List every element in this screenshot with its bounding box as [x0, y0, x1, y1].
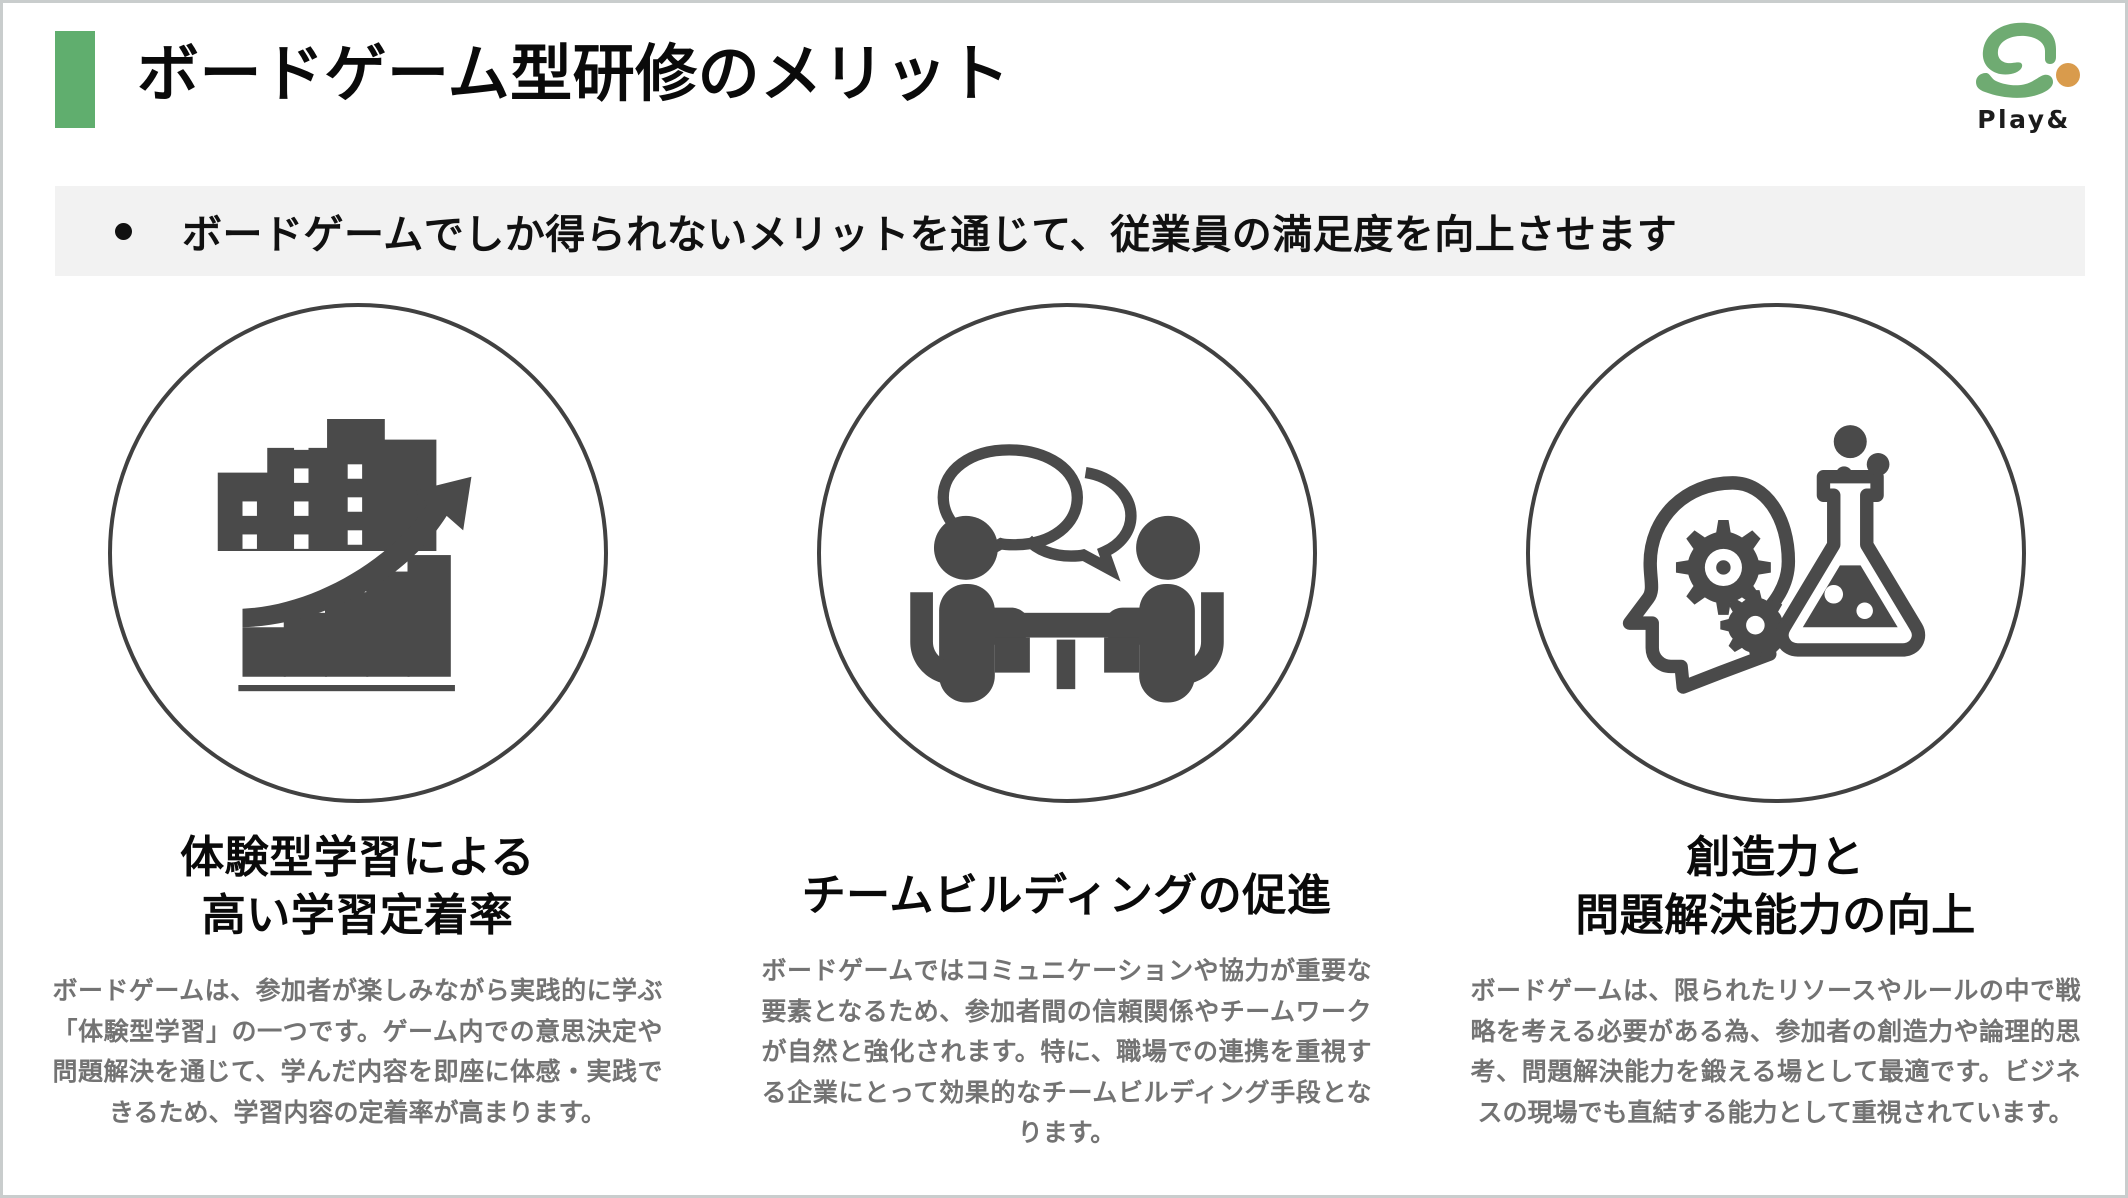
brand-logo: Play&: [1949, 19, 2099, 141]
feature-heading-3: 創造力と 問題解決能力の向上: [1575, 832, 1976, 942]
feature-column-2: チームビルディングの促進 ボードゲームではコミュニケーションや協力が重要な要素と…: [712, 303, 1421, 1163]
feature-body-1: ボードゲームは、参加者が楽しみながら実践的に学ぶ「体験型学習」の一つです。ゲーム…: [52, 976, 663, 1127]
page-title: ボードゲーム型研修のメリット: [137, 37, 1011, 110]
logo-mark-icon: [1963, 19, 2081, 105]
title-accent-bar: [55, 31, 95, 128]
feature-column-1: 体験型学習による 高い学習定着率 ボードゲームは、参加者が楽しみながら実践的に学…: [3, 303, 712, 1163]
subtitle-text: ボードゲームでしか得られないメリットを通じて、従業員の満足度を向上させます: [182, 212, 1678, 258]
feature-body-3: ボードゲームは、限られたリソースやルールの中で戦略を考える必要がある為、参加者の…: [1470, 976, 2081, 1127]
bullet-icon: [115, 222, 132, 240]
subtitle-band: ボードゲームでしか得られないメリットを通じて、従業員の満足度を向上させます: [55, 186, 2085, 276]
slide-header: ボードゲーム型研修のメリット Play&: [3, 3, 2125, 163]
feature-heading-2: チームビルディングの促進: [801, 870, 1332, 921]
head-gears-flask-icon: [1525, 303, 2026, 803]
feature-heading-1: 体験型学習による 高い学習定着率: [180, 832, 535, 942]
feature-body-2: ボードゲームではコミュニケーションや協力が重要な要素となるため、参加者間の信頼関…: [761, 956, 1372, 1148]
feature-column-3: 創造力と 問題解決能力の向上 ボードゲームは、限られたリソースやルールの中で戦略…: [1421, 303, 2125, 1163]
growth-chart-building-icon: [107, 303, 608, 803]
logo-text: Play&: [1977, 105, 2071, 134]
people-meeting-speech-bubbles-icon: [816, 303, 1317, 803]
feature-columns: 体験型学習による 高い学習定着率 ボードゲームは、参加者が楽しみながら実践的に学…: [3, 303, 2125, 1163]
